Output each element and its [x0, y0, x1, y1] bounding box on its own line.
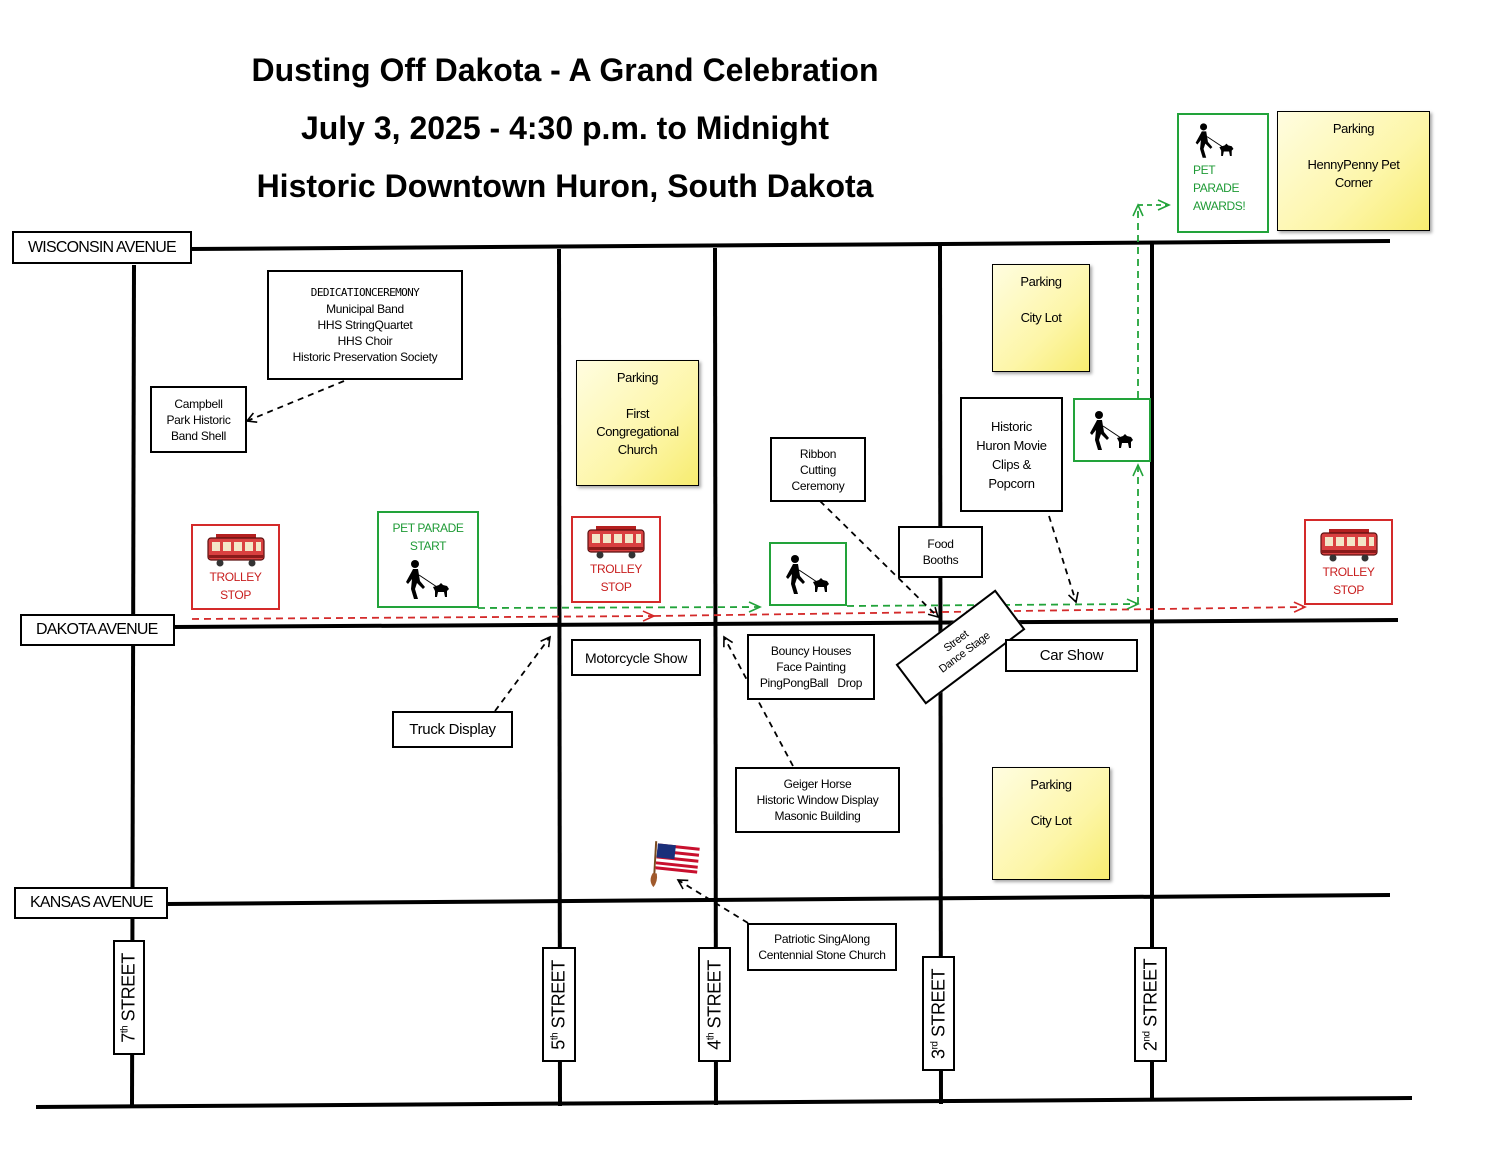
arrow-truck-to-street	[494, 635, 551, 712]
parking-hennypenny: Parking HennyPenny Pet Corner	[1277, 111, 1430, 231]
motorcycle-show-box: Motorcycle Show	[571, 639, 701, 676]
kansas-avenue-line	[166, 893, 1391, 906]
map-title: Dusting Off Dakota - A Grand Celebration	[251, 52, 879, 88]
arrow-dedication-to-bandshell	[245, 380, 345, 423]
2nd-street-label: 2nd STREET	[1134, 947, 1167, 1062]
dakota-avenue-label: DAKOTA AVENUE	[20, 614, 175, 646]
pet-route-1	[477, 601, 762, 613]
american-flag-icon	[650, 841, 700, 888]
arrow-ribbon-to-stage	[819, 500, 940, 619]
wisconsin-avenue-label: WISCONSIN AVENUE	[12, 231, 192, 264]
trolley-icon	[1319, 529, 1378, 562]
bandshell-box: Campbell Park Historic Band Shell	[150, 386, 247, 453]
ribbon-cutting-box: Ribbon Cutting Ceremony	[770, 437, 866, 502]
map-date: July 3, 2025 - 4:30 p.m. to Midnight	[300, 110, 830, 146]
geiger-horse-box: Geiger Horse Historic Window Display Mas…	[735, 767, 900, 833]
wisconsin-avenue-line	[189, 239, 1391, 251]
food-booths-box: Food Booths	[898, 526, 983, 578]
arrow-movie-to-street	[1048, 515, 1079, 604]
car-show-box: Car Show	[1005, 639, 1138, 672]
4th-street-label: 4th STREET	[698, 947, 731, 1062]
5th-street-label: 5th STREET	[542, 947, 576, 1062]
bottom-street-line	[35, 1096, 1413, 1109]
3rd-street-label: 3rd STREET	[922, 956, 955, 1071]
movie-clips-box: Historic Huron Movie Clips & Popcorn	[960, 397, 1063, 512]
map-location: Historic Downtown Huron, South Dakota	[256, 168, 874, 204]
dog-walker-icon	[786, 555, 829, 594]
bouncy-houses-box: Bouncy Houses Face Painting PingPongBall…	[747, 634, 875, 700]
pet-parade-start-box: PET PARADE START	[377, 511, 479, 608]
parking-church: Parking First Congregational Church	[576, 360, 699, 486]
dog-walker-icon	[1090, 411, 1133, 450]
trolley-icon	[206, 534, 265, 567]
dakota-avenue-line	[173, 618, 1399, 629]
arrow-patriotic-to-flag	[676, 879, 749, 924]
dedication-ceremony-box: DEDICATIONCEREMONY Municipal Band HHS St…	[267, 270, 463, 380]
trolley-route-1	[191, 610, 656, 622]
pet-parade-awards-box: PET PARADE AWARDS!	[1177, 113, 1269, 233]
dog-walker-icon	[1195, 123, 1234, 158]
arrow-geiger-to-street	[723, 635, 794, 767]
parking-city-lot-north: Parking City Lot	[992, 264, 1090, 372]
pet-parade-stop-2nd	[1073, 398, 1151, 462]
kansas-avenue-label: KANSAS AVENUE	[14, 887, 168, 919]
trolley-stop-west: TROLLEY STOP	[191, 524, 280, 610]
truck-display-box: Truck Display	[392, 711, 513, 748]
trolley-icon	[587, 526, 645, 559]
trolley-stop-center: TROLLEY STOP	[571, 516, 661, 603]
patriotic-singalong-box: Patriotic SingAlong Centennial Stone Chu…	[747, 923, 897, 971]
trolley-stop-east: TROLLEY STOP	[1304, 519, 1393, 605]
parking-city-lot-south: Parking City Lot	[992, 767, 1110, 880]
pet-parade-stop-4th	[769, 542, 847, 606]
dog-walker-icon	[406, 560, 449, 599]
7th-street-label: 7th STREET	[113, 940, 145, 1055]
